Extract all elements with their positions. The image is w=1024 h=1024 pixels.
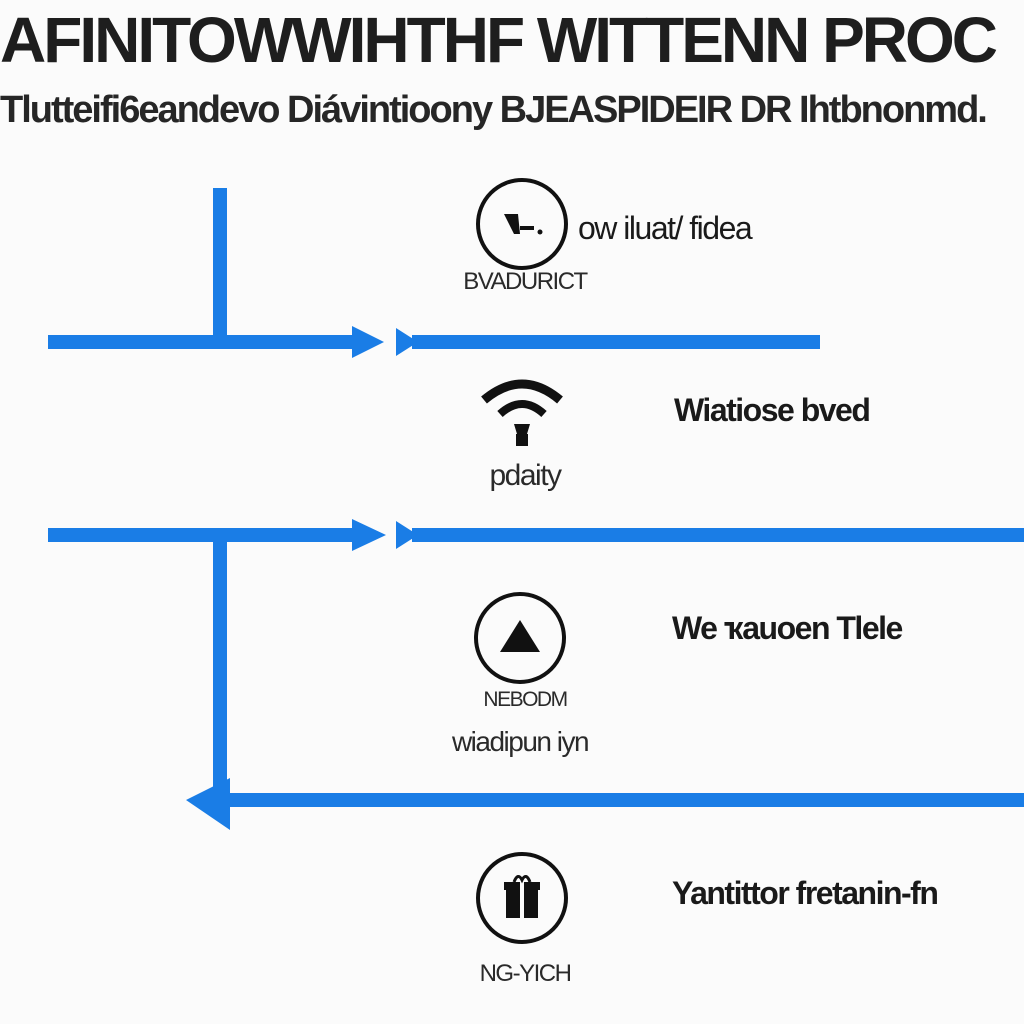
arrowhead-2: [352, 519, 386, 551]
step-3-label: We ҡauoen Tlele: [672, 610, 903, 646]
diagram-subtitle: Tlutteifi6eandevo Diávintioony BJEASPIDE…: [0, 89, 988, 131]
arrowhead-2-tail: [396, 521, 418, 549]
connector-lines: [48, 188, 1024, 807]
wifi-signal-icon: [474, 370, 570, 466]
arrowhead-3: [186, 778, 230, 830]
step-3-caption-2: wiadipun iyn: [451, 726, 590, 757]
diagram-title: AFINITOWWIHTHF WITTENN PROC: [0, 4, 998, 76]
step-4-caption: NG-YICH: [479, 960, 572, 987]
step-3-caption: NEBODM: [483, 688, 568, 711]
step-1-label: ow iluat/ fidea: [578, 210, 753, 246]
arrowhead-1: [352, 326, 384, 358]
step-1-caption: BVADURICT: [463, 268, 588, 295]
pointing-hand-icon: [474, 176, 570, 272]
step-2-label: Wiatiose bved: [674, 392, 871, 428]
arrowheads: [186, 326, 418, 830]
arrowhead-1-tail: [396, 328, 418, 356]
step-2-caption: pdaity: [489, 459, 562, 492]
triangle-icon: [472, 590, 568, 686]
step-4-label: Yantittor fretanin-fn: [672, 875, 939, 911]
gift-box-icon: [474, 850, 570, 946]
